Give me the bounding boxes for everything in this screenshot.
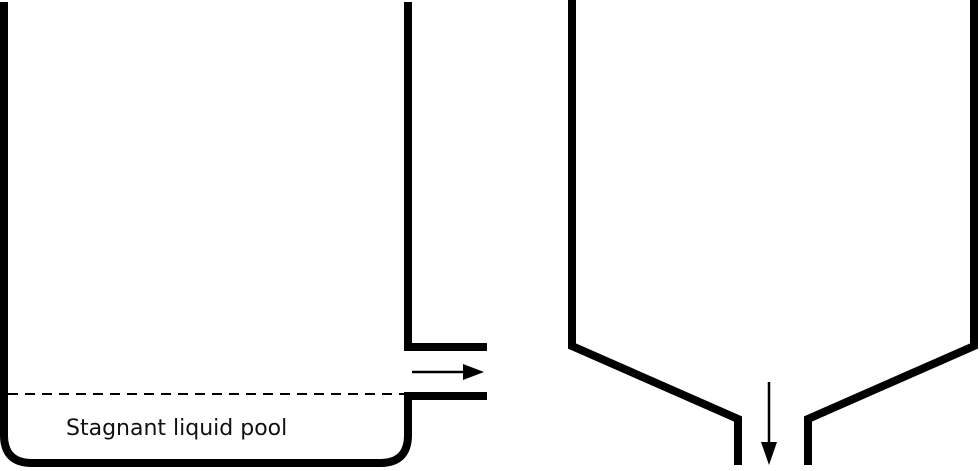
outlet-arrow-down-icon <box>761 382 777 465</box>
right-vessel <box>568 0 978 465</box>
left-vessel <box>0 2 487 467</box>
outlet-arrow-right-icon <box>412 364 484 380</box>
stagnant-liquid-pool-label: Stagnant liquid pool <box>66 416 288 441</box>
right-vessel-left-wall <box>568 0 742 465</box>
left-vessel-right-wall <box>404 2 487 351</box>
left-vessel-wall <box>0 2 487 467</box>
right-vessel-right-wall <box>804 0 978 465</box>
